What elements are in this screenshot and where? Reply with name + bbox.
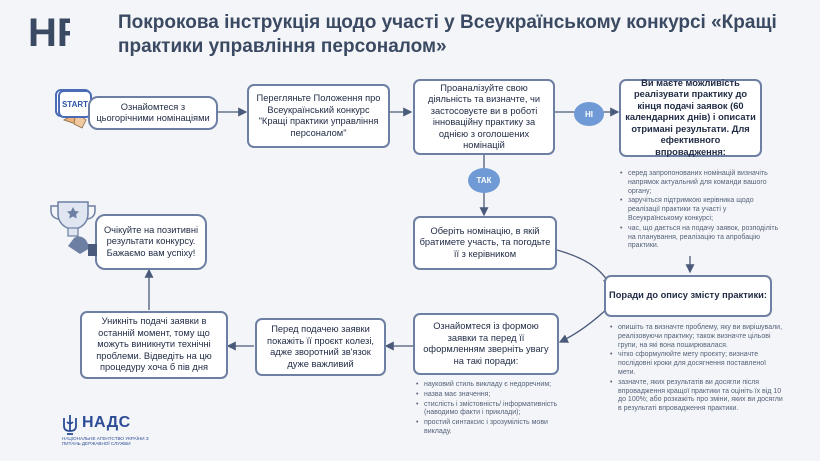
step-review-regulations: Перегляньте Положення про Всеукраїнський… xyxy=(247,84,390,148)
list-item: назва має значення; xyxy=(416,391,568,400)
yes-badge: ТАК xyxy=(468,168,500,193)
list-item: заручіться підтримкою керівника щодо реа… xyxy=(620,197,780,223)
step-review-nominations: Ознайомтеся з цьогорічними номінаціями xyxy=(88,96,218,130)
trident-icon xyxy=(63,415,77,435)
step-choose-nomination: Оберіть номінацію, в якій братимете учас… xyxy=(413,216,557,270)
step-show-draft: Перед подачею заявки покажіть її проєкт … xyxy=(255,318,386,376)
list-item: опишіть та визначте проблему, яку ви вир… xyxy=(610,324,784,350)
list-item: серед запропонованих номінацій визначіть… xyxy=(620,170,780,196)
list-item: час, що дається на подачу заявок, розпод… xyxy=(620,225,780,251)
list-item: стислість і змістовність/ інформативніст… xyxy=(416,401,568,419)
form-tips-list: науковий стиль викладу є недоречним; наз… xyxy=(410,381,568,438)
no-badge: НІ xyxy=(574,102,604,126)
step-implement-practice: Ви маєте можливість реалізувати практику… xyxy=(619,78,762,157)
list-item: чітко сформулюйте мету проєкту; визначте… xyxy=(610,351,784,377)
start-label: START xyxy=(58,90,92,118)
arrow-s5-s6 xyxy=(556,249,612,288)
hr-logo: HR xyxy=(28,11,70,54)
step-application-form: Ознайомтеся із формою заявки та перед її… xyxy=(413,313,559,375)
list-item: науковий стиль викладу є недоречним; xyxy=(416,381,568,390)
list-item: простий синтаксис і зрозумілість мови ви… xyxy=(416,419,568,437)
step-await-results: Очікуйте на позитивні результати конкурс… xyxy=(95,214,207,270)
description-tips-list: опишіть та визначте проблему, яку ви вир… xyxy=(604,324,784,415)
step-avoid-last-minute: Уникніть подачі заявки в останній момент… xyxy=(80,311,228,379)
agency-subtitle: НАЦІОНАЛЬНЕ АГЕНТСТВО УКРАЇНИ З ПИТАНЬ Д… xyxy=(62,436,149,447)
list-item: зазначте, яких результатів ви досягли пі… xyxy=(610,379,784,414)
step-description-tips: Поради до опису змісту практики: xyxy=(604,275,772,317)
effective-implementation-list: серед запропонованих номінацій визначіть… xyxy=(614,170,780,252)
trophy-icon xyxy=(50,201,97,256)
svg-text:HR: HR xyxy=(28,11,70,54)
arrow-s6-s7 xyxy=(558,305,611,343)
agency-name: НАДС xyxy=(82,414,131,431)
page-title: Покрокова інструкція щодо участі у Всеук… xyxy=(118,12,777,57)
step-analyze-activity: Проаналізуйте свою діяльність та визначт… xyxy=(413,79,555,155)
